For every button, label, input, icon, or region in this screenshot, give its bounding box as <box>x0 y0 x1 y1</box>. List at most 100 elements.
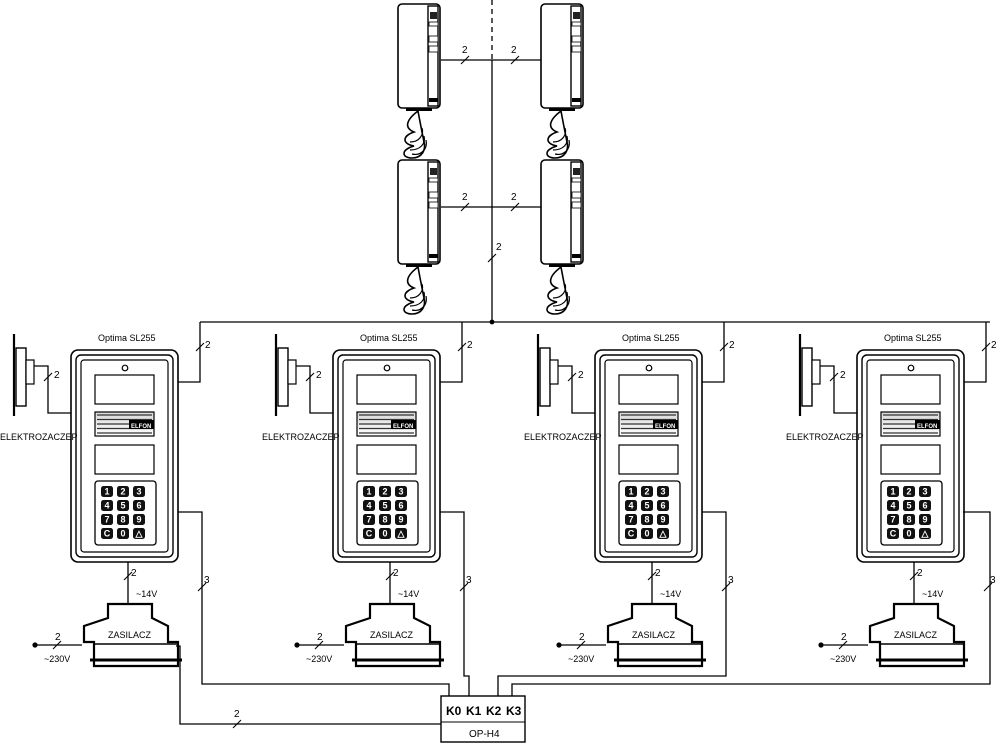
power-supply: ZASILACZ <box>344 602 446 668</box>
name-window <box>94 374 155 405</box>
brand-logo: ELFON <box>655 424 675 430</box>
keypad-key[interactable] <box>903 486 915 497</box>
keypad-key[interactable] <box>363 486 375 497</box>
keypad-key-label: 9 <box>398 515 403 525</box>
keypad-key[interactable] <box>641 514 653 525</box>
keypad-key[interactable] <box>117 528 129 539</box>
keypad-key-label: 6 <box>660 501 665 511</box>
keypad-key-label: 8 <box>906 515 911 525</box>
keypad-key[interactable] <box>395 486 407 497</box>
keypad-key[interactable] <box>657 500 669 511</box>
keypad-key[interactable] <box>919 528 931 539</box>
bus-wire-label: 2 <box>205 340 211 351</box>
keypad-key[interactable] <box>133 514 145 525</box>
keypad-key[interactable] <box>101 486 113 497</box>
keypad-key[interactable] <box>919 500 931 511</box>
keypad-key[interactable] <box>641 486 653 497</box>
keypad-key[interactable] <box>379 528 391 539</box>
keypad-key-label: 2 <box>120 487 125 497</box>
keypad-key[interactable] <box>887 528 899 539</box>
mains-terminal <box>556 642 562 648</box>
name-window <box>880 374 941 405</box>
keypad-key[interactable] <box>133 500 145 511</box>
speaker-grill: ELFON <box>618 411 679 437</box>
keypad-key-label: 0 <box>644 529 649 539</box>
keypad-key[interactable] <box>395 528 407 539</box>
name-window <box>618 374 679 405</box>
keypad-key[interactable] <box>657 528 669 539</box>
keypad-key-label: 5 <box>120 501 125 511</box>
keypad-key[interactable] <box>133 486 145 497</box>
keypad-key-label: △ <box>397 529 406 539</box>
brand-logo: ELFON <box>393 424 413 430</box>
controller-terminal: K0 <box>446 704 462 718</box>
keypad-key-label: 0 <box>906 529 911 539</box>
keypad-key-label: 7 <box>104 515 109 525</box>
panel-title: Optima SL255 <box>884 333 942 343</box>
keypad-key[interactable] <box>887 486 899 497</box>
keypad-key[interactable] <box>625 500 637 511</box>
keypad-key[interactable] <box>657 486 669 497</box>
keypad-key[interactable] <box>363 528 375 539</box>
camera-lens <box>383 364 391 372</box>
keypad-key[interactable] <box>133 528 145 539</box>
keypad-key[interactable] <box>117 486 129 497</box>
electric-strike <box>274 332 298 418</box>
keypad-key[interactable] <box>903 500 915 511</box>
keypad-key[interactable] <box>101 528 113 539</box>
keypad-key-label: C <box>366 529 373 539</box>
speaker-grill: ELFON <box>94 411 155 437</box>
lock-label: ELEKTROZACZEP <box>0 432 78 442</box>
keypad-key-label: △ <box>921 529 930 539</box>
keypad-key[interactable] <box>903 514 915 525</box>
keypad-key[interactable] <box>379 500 391 511</box>
psu-label: ZASILACZ <box>370 630 414 640</box>
mains-voltage: ~230V <box>44 654 70 664</box>
keypad-key[interactable] <box>395 514 407 525</box>
controller-input-wire-label: 2 <box>234 709 240 720</box>
psu-label: ZASILACZ <box>894 630 938 640</box>
keypad-key[interactable] <box>379 486 391 497</box>
keypad-key[interactable] <box>101 500 113 511</box>
keypad-key[interactable] <box>625 514 637 525</box>
psu-wire-label: 2 <box>917 568 923 579</box>
keypad-key[interactable] <box>887 514 899 525</box>
supply-voltage: ~14V <box>136 589 157 599</box>
keypad-key[interactable] <box>625 528 637 539</box>
keypad-key-label: 4 <box>890 501 895 511</box>
camera-lens <box>907 364 915 372</box>
handset-wire-label: 2 <box>511 192 517 203</box>
keypad-key[interactable] <box>887 500 899 511</box>
keypad-key[interactable] <box>117 500 129 511</box>
keypad-key[interactable] <box>395 500 407 511</box>
keypad-key[interactable] <box>363 514 375 525</box>
keypad-key[interactable] <box>625 486 637 497</box>
keypad-key-label: 9 <box>660 515 665 525</box>
keypad-key[interactable] <box>379 514 391 525</box>
speaker-grill: ELFON <box>356 411 417 437</box>
display-window <box>94 444 155 475</box>
keypad-key-label: C <box>104 529 111 539</box>
keypad-key[interactable] <box>117 514 129 525</box>
power-supply: ZASILACZ <box>868 602 970 668</box>
keypad-key[interactable] <box>919 486 931 497</box>
keypad-key[interactable] <box>903 528 915 539</box>
name-window <box>356 374 417 405</box>
psu-wire-label: 2 <box>131 568 137 579</box>
keypad-key[interactable] <box>363 500 375 511</box>
keypad-key[interactable] <box>919 514 931 525</box>
keypad-key[interactable] <box>641 528 653 539</box>
display-window <box>880 444 941 475</box>
power-supply: ZASILACZ <box>82 602 184 668</box>
keypad-key[interactable] <box>657 514 669 525</box>
keypad-key[interactable] <box>101 514 113 525</box>
keypad-key[interactable] <box>641 500 653 511</box>
keypad-key-label: 6 <box>398 501 403 511</box>
keypad-key-label: 2 <box>906 487 911 497</box>
panel-title: Optima SL255 <box>98 333 156 343</box>
